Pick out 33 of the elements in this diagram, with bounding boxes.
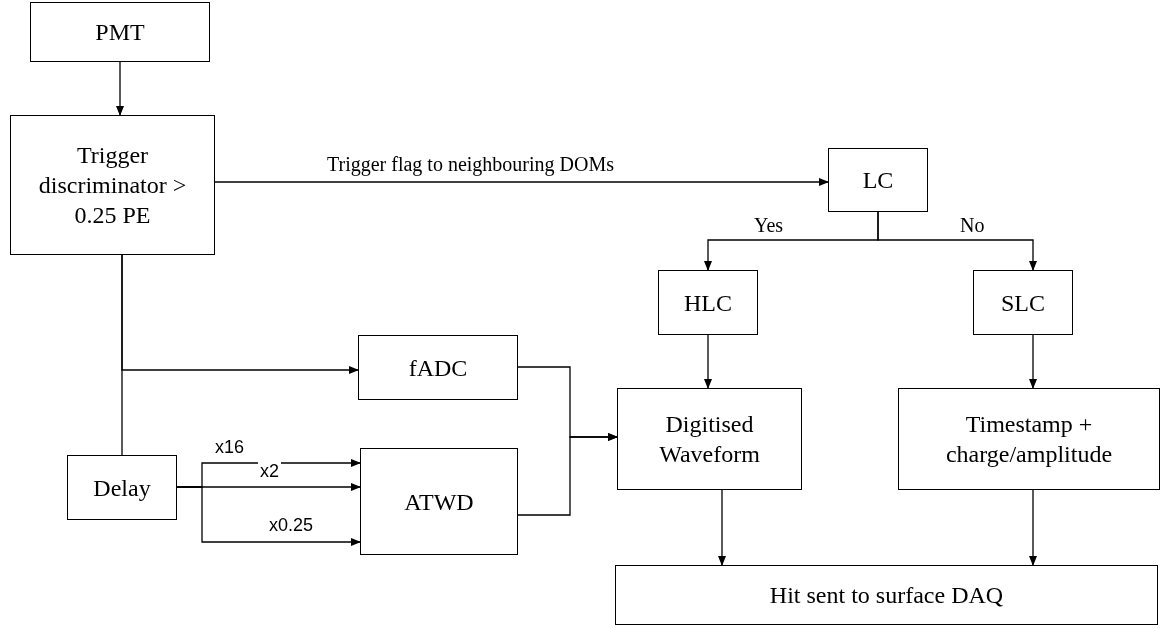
process-box: [67, 455, 177, 520]
arrow: [1029, 489, 1037, 566]
process-box: [30, 2, 210, 62]
process-box: [358, 335, 518, 400]
process-box: [360, 448, 518, 555]
box-label: Trigger discriminator > 0.25 PE: [37, 141, 188, 230]
process-box: [617, 388, 802, 490]
process-box: [973, 270, 1073, 335]
box-label: Hit sent to surface DAQ: [769, 581, 1004, 610]
box-label: Delay: [93, 473, 151, 503]
arrow: [214, 178, 829, 186]
box-label: Digitised Waveform: [658, 410, 761, 469]
arrow: [517, 433, 618, 516]
box-label: PMT: [95, 18, 145, 47]
process-box: [658, 270, 758, 335]
process-box: [10, 115, 215, 255]
box-label: HLC: [684, 288, 732, 318]
edge-label: Trigger flag to neighbouring DOMs: [325, 153, 617, 175]
process-box: [615, 565, 1158, 625]
arrow: [718, 489, 726, 566]
arrow: [877, 211, 1037, 271]
process-box: [898, 388, 1160, 490]
box-label: fADC: [408, 353, 468, 383]
arrow: [704, 334, 712, 389]
box-label: ATWD: [404, 487, 474, 517]
box-label: Timestamp + charge/amplitude: [944, 410, 1114, 469]
arrow: [116, 61, 124, 116]
process-box: [828, 148, 928, 212]
box-label: LC: [862, 166, 894, 195]
arrow: [176, 486, 361, 546]
box-label: SLC: [1001, 288, 1045, 318]
arrow: [121, 254, 359, 374]
arrow: [1029, 334, 1037, 389]
